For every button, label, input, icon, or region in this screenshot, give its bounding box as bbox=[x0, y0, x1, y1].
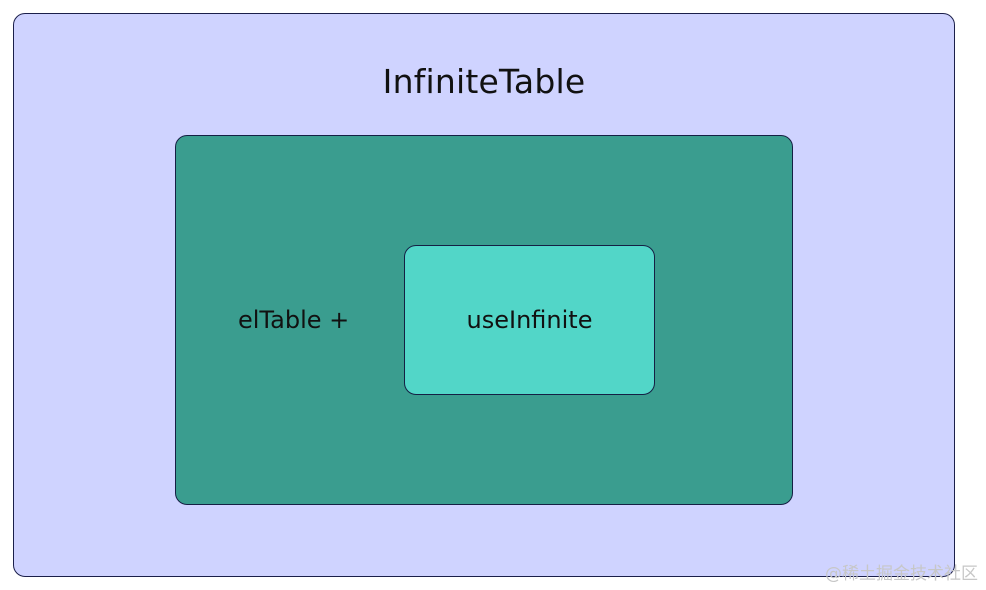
infinite-table-title: InfiniteTable bbox=[382, 62, 586, 101]
use-infinite-box: useInfinite bbox=[404, 245, 655, 395]
el-table-label: elTable + bbox=[238, 306, 350, 334]
use-infinite-label: useInfinite bbox=[466, 306, 593, 334]
watermark: @稀土掘金技术社区 bbox=[825, 564, 978, 584]
